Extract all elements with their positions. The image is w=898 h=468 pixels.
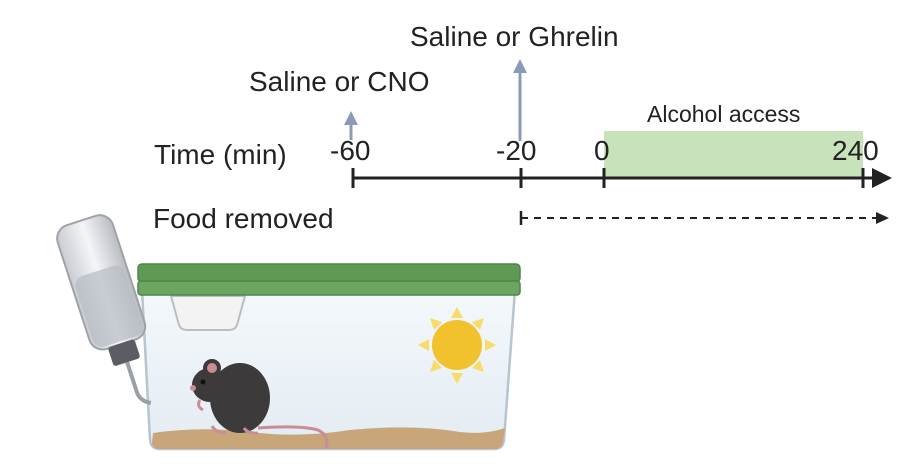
food-removed-label: Food removed	[153, 203, 334, 234]
tick-label--20: -20	[496, 135, 537, 166]
injection-arrow-cno	[344, 111, 358, 140]
injection-label-ghrelin: Saline or Ghrelin	[410, 21, 619, 52]
sun-icon	[418, 307, 496, 384]
injection-arrow-ghrelin	[513, 59, 527, 141]
tick-label-240: 240	[832, 135, 879, 166]
injection-label-cno: Saline or CNO	[249, 66, 430, 97]
alcohol-access-label: Alcohol access	[647, 101, 801, 127]
water-bottle-icon	[56, 214, 152, 405]
time-axis-label: Time (min)	[154, 139, 287, 170]
food-removed-line	[519, 211, 889, 225]
mouse-icon	[190, 359, 329, 449]
tick-label-0: 0	[594, 135, 610, 166]
time-axis	[351, 168, 892, 188]
alcohol-access-band	[604, 131, 863, 178]
tick-label--60: -60	[330, 135, 371, 166]
